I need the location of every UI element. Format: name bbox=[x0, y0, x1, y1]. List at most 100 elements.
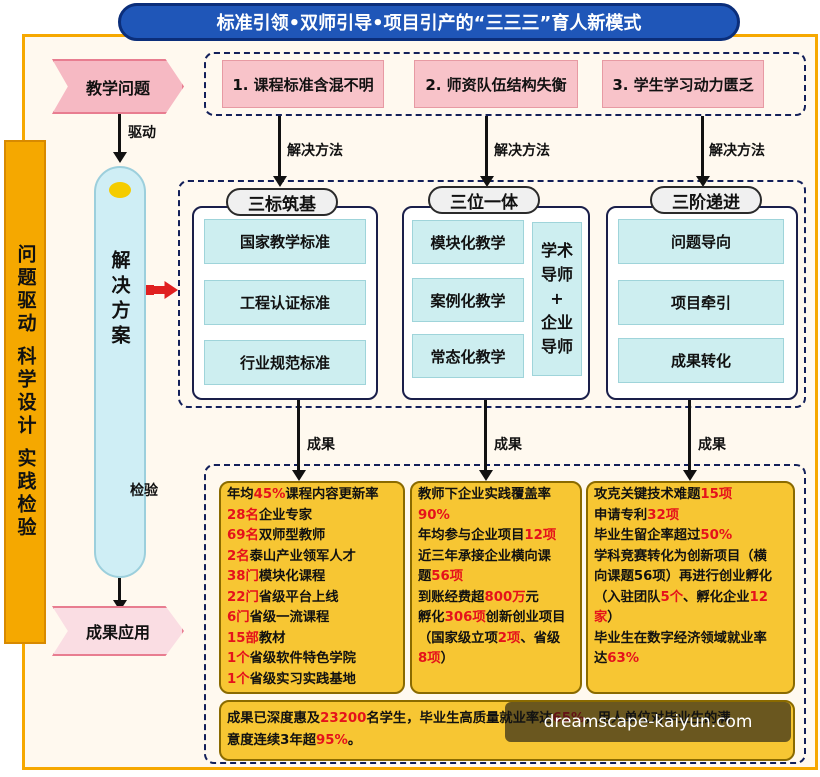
result-text: 毕业生在数字经济领域就业率 bbox=[594, 630, 767, 646]
result-line: 15部教材 bbox=[227, 629, 397, 650]
result-line: 意度连续3年超95%。 bbox=[227, 730, 787, 752]
result-label-2: 成果 bbox=[494, 437, 522, 453]
method-arrow-line-2 bbox=[485, 116, 488, 178]
result-line: 年均参与企业项目12项 bbox=[418, 526, 574, 547]
result-highlight: 38门 bbox=[227, 569, 259, 584]
result-highlight: 15部 bbox=[227, 630, 259, 646]
page-title: 标准引领•双师引导•项目引产的“三三三”育人新模式 bbox=[118, 3, 740, 41]
method-arrow-line-1 bbox=[278, 116, 281, 178]
result-line: 向课题56项）再进行创业孵化 bbox=[594, 567, 787, 588]
result-line: 毕业生在数字经济领域就业率 bbox=[594, 629, 787, 650]
result-highlight: 1个 bbox=[227, 651, 250, 666]
result-line: 题56项 bbox=[418, 567, 574, 588]
result-highlight: 5个 bbox=[660, 589, 684, 605]
result-highlight: 90% bbox=[418, 507, 450, 523]
problems-panel bbox=[204, 52, 806, 116]
result-line: 1个省级软件特色学院 bbox=[227, 649, 397, 670]
drive-label: 驱动 bbox=[128, 125, 156, 141]
result-text: ） bbox=[440, 651, 454, 666]
solution-label: 解决方案 bbox=[108, 250, 131, 350]
result-text: 省级软件特色学院 bbox=[249, 651, 356, 666]
result-line: 22门省级平台上线 bbox=[227, 588, 397, 609]
result-highlight: 12 bbox=[749, 589, 769, 605]
result-line: 达63% bbox=[594, 649, 787, 670]
dual-mentor-box: 学术 导师 + 企业 导师 bbox=[532, 222, 582, 376]
side-band-practice: 实践检验 bbox=[14, 448, 37, 540]
result-line: 69名双师型教师 bbox=[227, 526, 397, 547]
result-line: 2名泰山产业领军人才 bbox=[227, 547, 397, 568]
result-text: 省级平台上线 bbox=[258, 589, 339, 605]
result-text: 课程内容更新率 bbox=[285, 487, 379, 502]
result-highlight: 95% bbox=[316, 733, 348, 748]
drive-arrow-line bbox=[118, 114, 121, 154]
method-label-3: 解决方法 bbox=[709, 143, 765, 159]
check-label: 检验 bbox=[130, 483, 158, 499]
result-line: 到账经费超800万元 bbox=[418, 588, 574, 609]
result-highlight: 63% bbox=[607, 651, 640, 666]
result-line: 1个省级实习实践基地 bbox=[227, 670, 397, 691]
result-text: 企业专家 bbox=[258, 507, 312, 523]
mentor-line-3: + bbox=[550, 289, 564, 308]
pill-dot bbox=[109, 182, 131, 198]
result-text: （国家级立项 bbox=[418, 630, 498, 646]
group-three-stages-title: 三阶递进 bbox=[650, 186, 762, 214]
result-text: 年均 bbox=[227, 487, 254, 502]
results-panel bbox=[204, 464, 806, 764]
problem-3: 3. 学生学习动力匮乏 bbox=[602, 60, 764, 108]
result-text: 向课题56项）再进行创业孵化 bbox=[594, 569, 773, 584]
result-line: 年均45%课程内容更新率 bbox=[227, 485, 397, 506]
method-label-1: 解决方法 bbox=[287, 143, 343, 159]
result-highlight: 22门 bbox=[227, 589, 259, 605]
result-highlight: 15项 bbox=[700, 487, 733, 502]
group-trinity-title: 三位一体 bbox=[428, 186, 540, 214]
result-text: 学科竞赛转化为创新项目（横 bbox=[594, 548, 767, 564]
result-highlight: 23200 bbox=[320, 711, 367, 726]
result-line: 申请专利32项 bbox=[594, 506, 787, 527]
result-arrow-head-3 bbox=[683, 470, 697, 481]
result-label-1: 成果 bbox=[307, 437, 335, 453]
result-highlight: 6门 bbox=[227, 610, 250, 625]
result-line: 攻克关键技术难题15项 bbox=[594, 485, 787, 506]
result-text: 、省级 bbox=[520, 630, 561, 646]
result-text: 意度连续3年超 bbox=[227, 733, 317, 748]
result-text: 年均参与企业项目 bbox=[418, 528, 525, 543]
result-line: 28名企业专家 bbox=[227, 506, 397, 527]
item-industry-standard: 行业规范标准 bbox=[204, 340, 366, 385]
result-text: 元 bbox=[525, 589, 539, 605]
result-text: 孵化 bbox=[418, 610, 445, 625]
result-text: 申请专利 bbox=[594, 507, 648, 523]
result-highlight: 2名 bbox=[227, 548, 250, 564]
method-arrow-head-1 bbox=[273, 176, 287, 187]
result-arrow-line-3 bbox=[688, 400, 691, 472]
result-label-3: 成果 bbox=[698, 437, 726, 453]
result-highlight: 12项 bbox=[524, 528, 557, 543]
result-line: 38门模块化课程 bbox=[227, 567, 397, 588]
side-band-design: 科学设计 bbox=[14, 346, 37, 438]
problem-2: 2. 师资队伍结构失衡 bbox=[414, 60, 578, 108]
result-text: 、孵化企业 bbox=[683, 589, 750, 605]
result-highlight: 32项 bbox=[647, 507, 679, 523]
watermark: dreamscape-kaiyun.com bbox=[505, 702, 791, 742]
item-result-conversion: 成果转化 bbox=[618, 338, 784, 383]
result-line: 90% bbox=[418, 506, 574, 527]
result-line: 教师下企业实践覆盖率 bbox=[418, 485, 574, 506]
result-text: 泰山产业领军人才 bbox=[249, 548, 356, 564]
method-arrow-line-3 bbox=[701, 116, 704, 178]
item-engineering-standard: 工程认证标准 bbox=[204, 280, 366, 325]
item-problem-oriented: 问题导向 bbox=[618, 219, 784, 264]
result-highlight: 家 bbox=[594, 610, 608, 625]
teaching-problem-tag: 教学问题 bbox=[52, 59, 184, 114]
result-highlight: 50% bbox=[700, 528, 733, 543]
result-text: 到账经费超 bbox=[418, 589, 485, 605]
result-arrow-line-1 bbox=[297, 400, 300, 472]
method-arrow-head-2 bbox=[480, 176, 494, 187]
result-highlight: 45% bbox=[253, 487, 286, 502]
result-text: 教师下企业实践覆盖率 bbox=[418, 487, 551, 502]
result-text: 创新创业项目 bbox=[485, 610, 566, 625]
result-arrow-head-2 bbox=[479, 470, 493, 481]
result-text: 近三年承接企业横向课 bbox=[418, 548, 551, 564]
result-highlight: 8项 bbox=[418, 651, 441, 666]
check-arrow-head bbox=[113, 600, 127, 611]
